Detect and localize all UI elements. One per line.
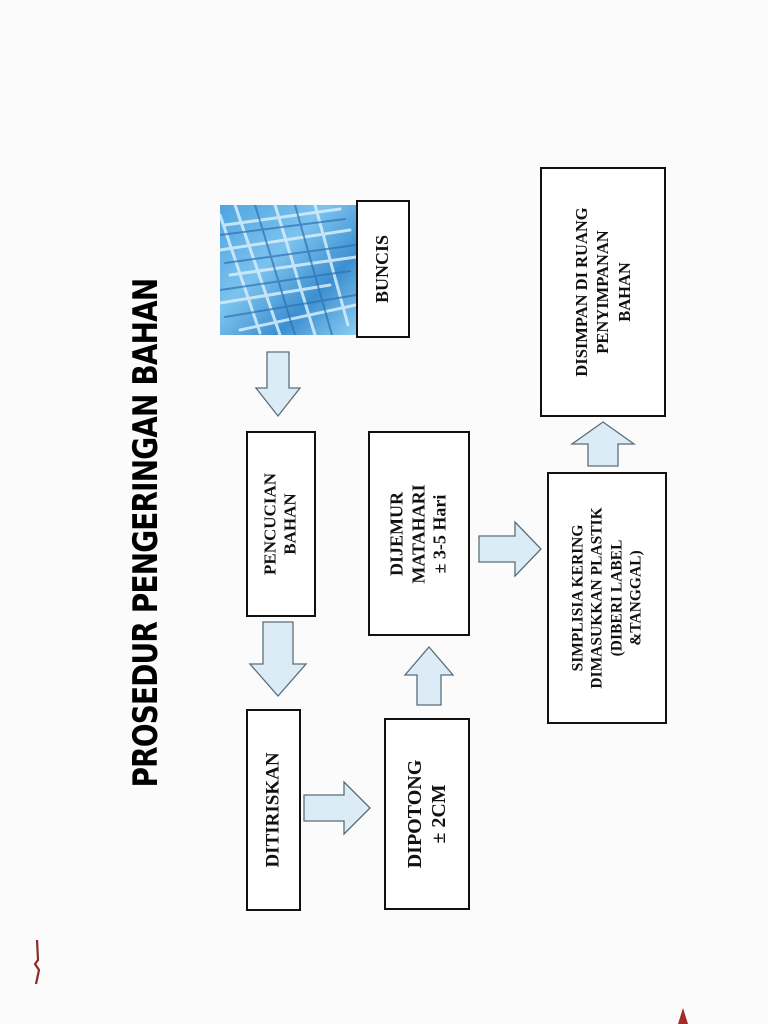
green-beans-photo [220, 205, 356, 335]
arrow-up-1 [403, 645, 455, 707]
step-disimpan-box: DISIMPAN DI RUANG PENYIMPANAN BAHAN [540, 167, 666, 417]
step-buncis-box: BUNCIS [356, 200, 410, 338]
arrow-down-1 [254, 352, 302, 418]
step-simplisia-line-1: SIMPLISIA KERING [568, 525, 587, 672]
step-simplisia-line-2: DIMASUKKAN PLASTIK [588, 507, 607, 688]
scan-mark-bottom-right [676, 1008, 690, 1024]
scan-mark-left [30, 940, 44, 986]
beans-illustration [220, 205, 356, 335]
step-disimpan-line-1: DISIMPAN DI RUANG [571, 207, 592, 376]
step-dijemur-line-3: ± 3-5 Hari [430, 494, 452, 573]
step-dipotong-line-1: DIPOTONG [403, 760, 427, 869]
step-ditiriskan-box: DITIRISKAN [246, 709, 301, 911]
step-pencucian-text: PENCUCIAN BAHAN [261, 473, 302, 575]
step-simplisia-text: SIMPLISIA KERING DIMASUKKAN PLASTIK (DIB… [568, 507, 646, 688]
step-buncis-line-1: BUNCIS [372, 235, 394, 303]
step-pencucian-line-2: BAHAN [281, 493, 301, 554]
step-disimpan-line-2: PENYIMPANAN [592, 230, 613, 353]
step-dijemur-line-1: DIJEMUR [387, 492, 409, 576]
step-dipotong-line-2: ± 2CM [427, 784, 451, 843]
diagram-title: PROSEDUR PENGERINGAN BAHAN [126, 223, 166, 844]
step-disimpan-text: DISIMPAN DI RUANG PENYIMPANAN BAHAN [571, 207, 635, 376]
arrow-right-2 [479, 520, 543, 578]
step-simplisia-line-4: &TANGGAL) [626, 550, 645, 645]
arrow-right-1 [304, 780, 372, 836]
step-dipotong-text: DIPOTONG ± 2CM [403, 760, 451, 869]
step-simplisia-box: SIMPLISIA KERING DIMASUKKAN PLASTIK (DIB… [547, 472, 667, 724]
arrow-up-2 [570, 420, 636, 468]
step-simplisia-line-3: (DIBERI LABEL [607, 540, 626, 657]
step-pencucian-line-1: PENCUCIAN [261, 473, 281, 575]
step-dijemur-line-2: MATAHARI [408, 484, 430, 583]
step-dijemur-box: DIJEMUR MATAHARI ± 3-5 Hari [368, 431, 470, 636]
step-buncis-text: BUNCIS [372, 235, 394, 303]
arrow-down-2 [248, 622, 308, 698]
step-dijemur-text: DIJEMUR MATAHARI ± 3-5 Hari [387, 484, 452, 583]
step-ditiriskan-line-1: DITIRISKAN [262, 752, 285, 867]
diagram-title-text: PROSEDUR PENGERINGAN BAHAN [126, 279, 166, 788]
step-pencucian-box: PENCUCIAN BAHAN [246, 431, 316, 617]
step-ditiriskan-text: DITIRISKAN [262, 752, 285, 867]
step-disimpan-line-3: BAHAN [614, 262, 635, 322]
title-container: PROSEDUR PENGERINGAN BAHAN [118, 300, 174, 766]
step-dipotong-box: DIPOTONG ± 2CM [384, 718, 470, 910]
